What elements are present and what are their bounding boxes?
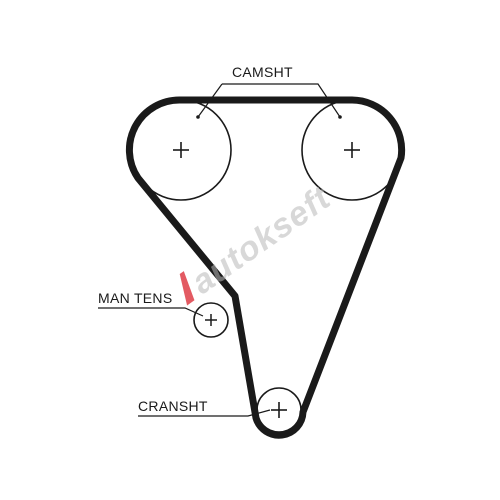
camshaft-label: CAMSHT [232, 64, 293, 80]
right-camshaft-leader-dot [338, 115, 342, 119]
left-camshaft-leader-dot [196, 115, 200, 119]
tensioner-leader-line [98, 307, 204, 317]
watermark-text: autokseft [185, 178, 339, 301]
camshaft-leader-lines [197, 83, 341, 118]
tensioner-label: MAN TENS [98, 290, 173, 306]
tensioner-pulley [193, 302, 229, 338]
right-camshaft-center-mark [344, 142, 360, 158]
tensioner-center-mark [205, 314, 217, 326]
timing-belt [125, 96, 406, 439]
watermark-accent-mark [179, 271, 195, 306]
left-camshaft-center-mark [173, 142, 189, 158]
crankshaft-label: CRANSHT [138, 398, 208, 414]
crankshaft-leader-line [138, 409, 271, 417]
crankshaft-center-mark [271, 402, 287, 418]
